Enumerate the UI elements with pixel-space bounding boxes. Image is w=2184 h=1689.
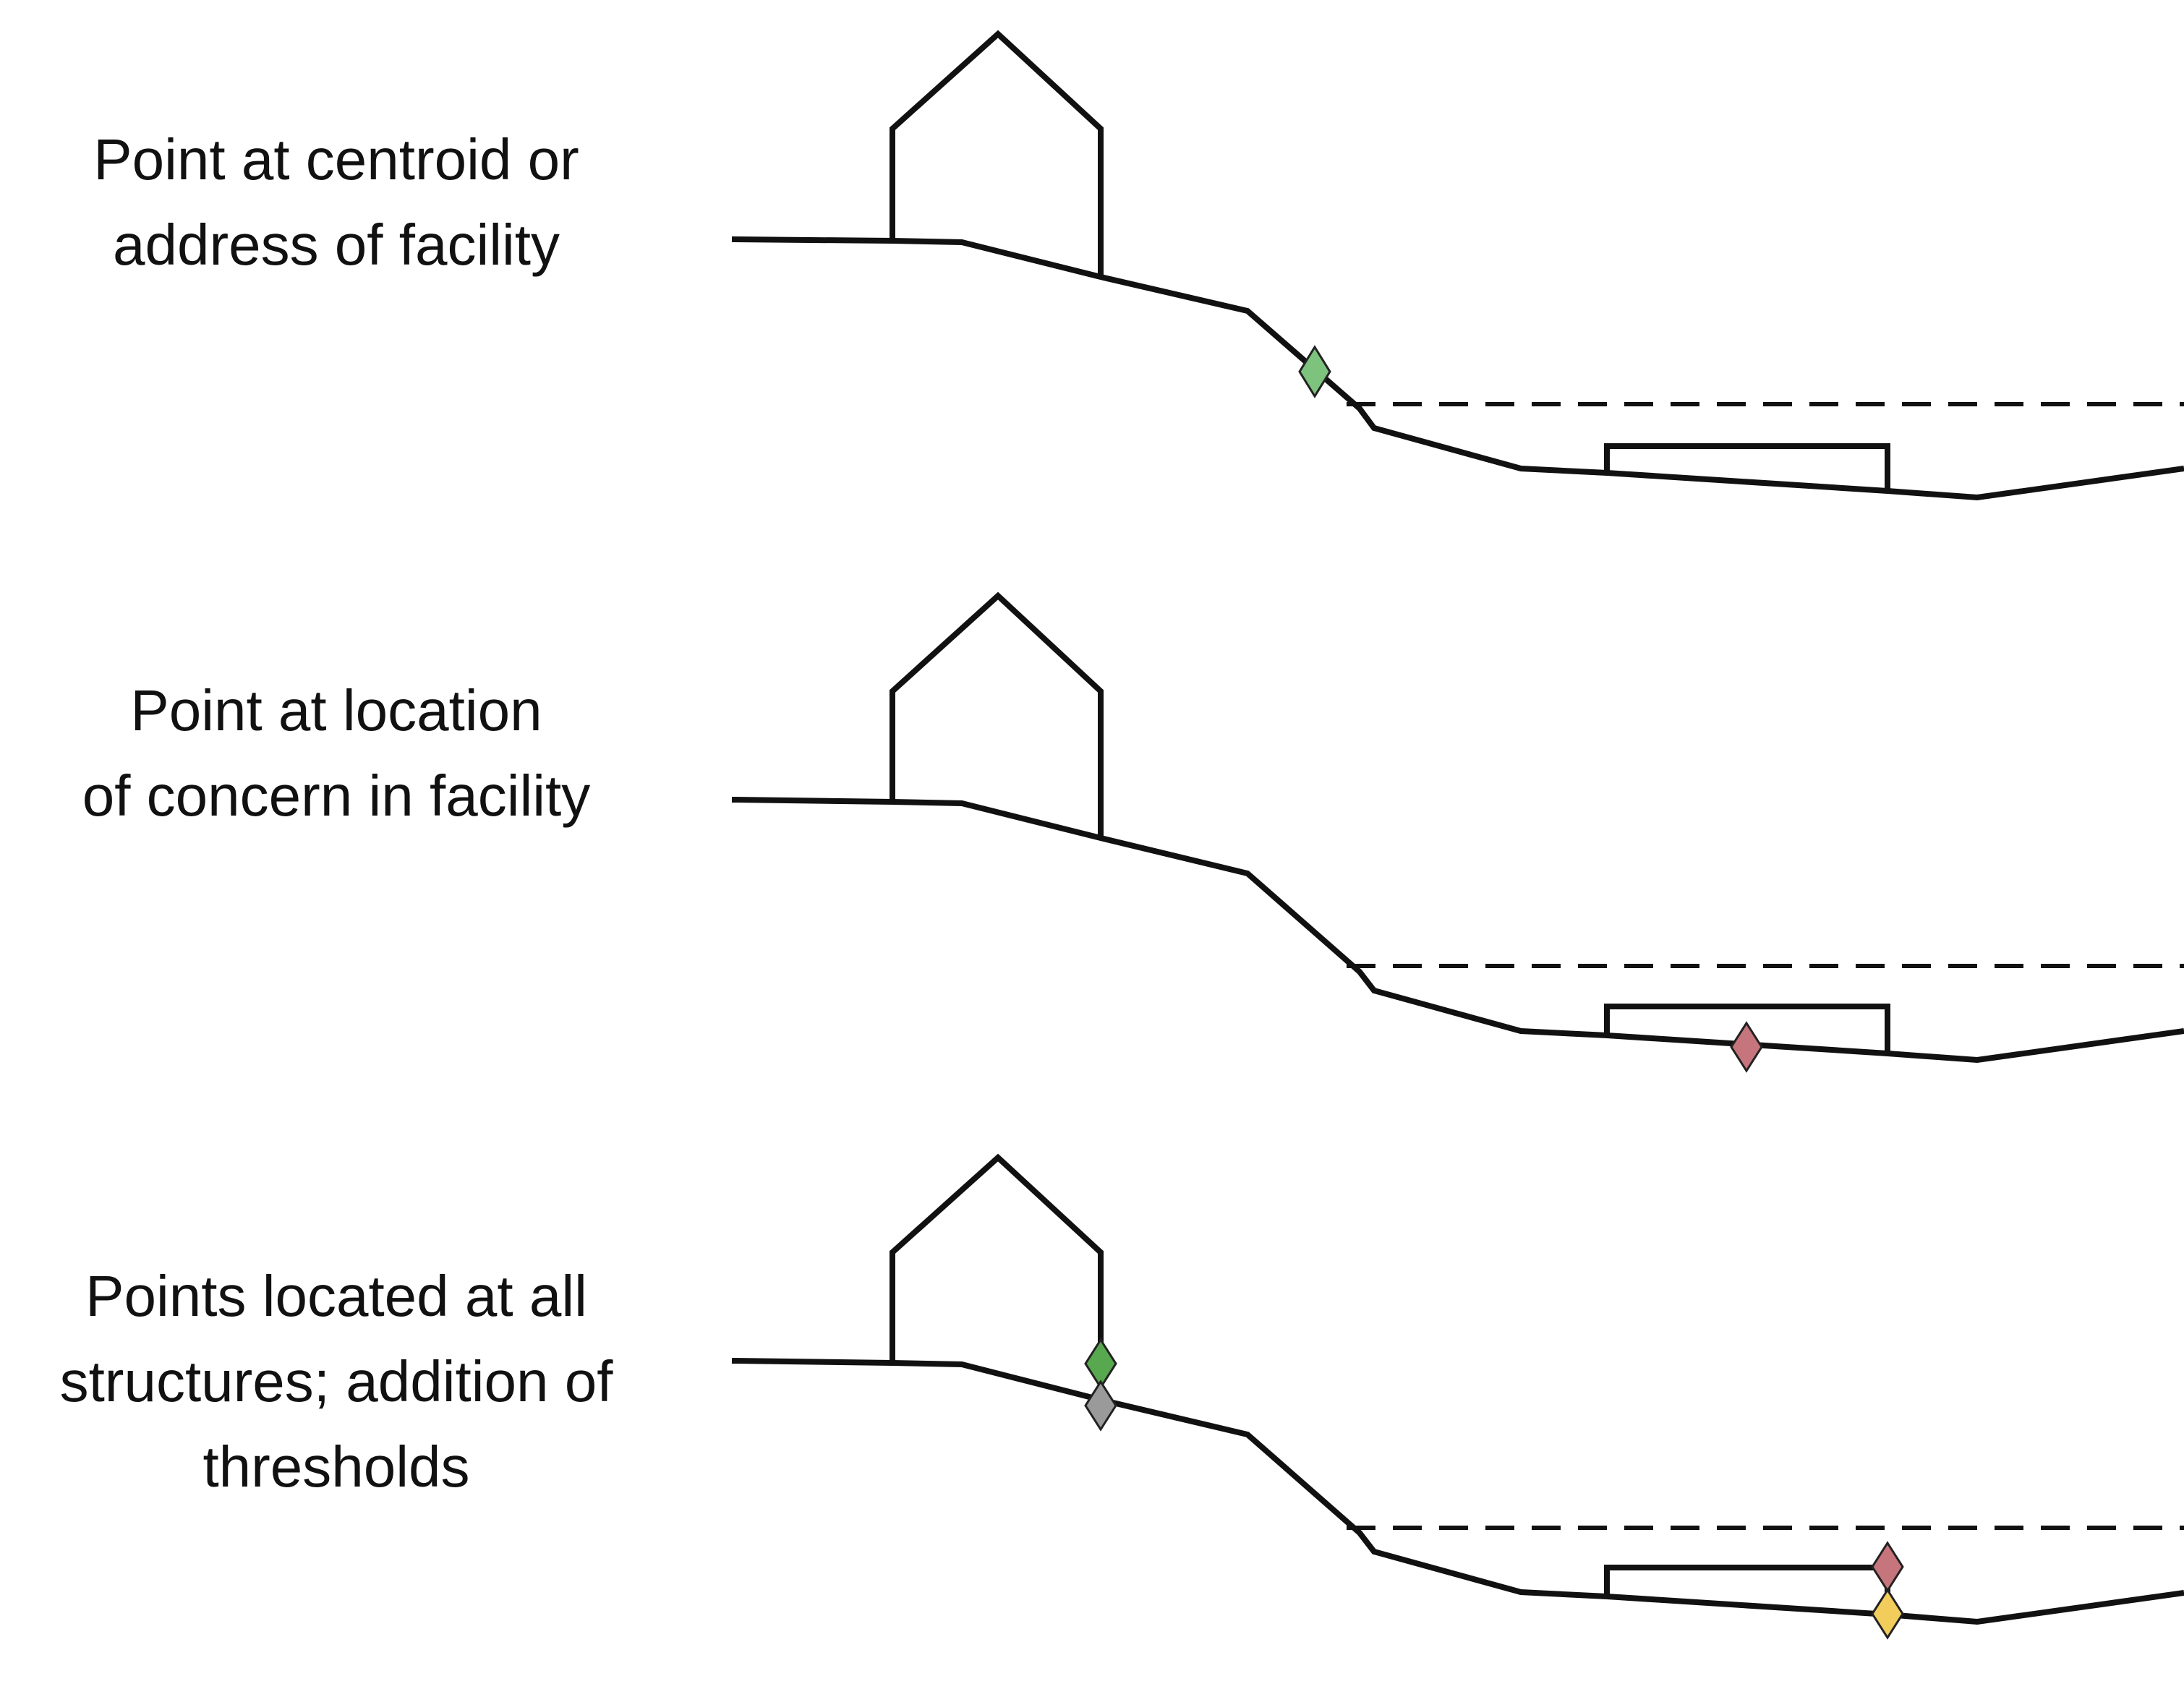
panel-label-line: of concern in facility xyxy=(82,764,591,828)
panel-label-line: thresholds xyxy=(202,1434,470,1499)
house-outline xyxy=(890,1153,1104,1400)
house-outline xyxy=(890,591,1104,838)
ground-profile xyxy=(731,236,2184,501)
terrain-diagram xyxy=(731,30,2184,501)
point-marker xyxy=(1871,1588,1904,1640)
panel-centroid: Point at centroid or address of facility xyxy=(0,0,2184,564)
panel-label-line: structures; addition of xyxy=(59,1349,613,1414)
terrain-diagram xyxy=(731,591,2184,1073)
tank-outline xyxy=(1604,1004,1890,1053)
panel-label-line: Points located at all xyxy=(85,1264,587,1328)
panel-label: Points located at all structures; additi… xyxy=(0,1254,673,1510)
panel-label-line: Point at location xyxy=(130,678,542,743)
panel-label: Point at location of concern in facility xyxy=(0,668,673,839)
ground-profile xyxy=(731,797,2184,1064)
point-marker xyxy=(1084,1380,1117,1432)
ground-profile xyxy=(731,1358,2184,1625)
panel-location-of-concern: Point at location of concern in facility xyxy=(0,563,2184,1126)
point-marker xyxy=(1730,1021,1763,1073)
panel-label: Point at centroid or address of facility xyxy=(0,117,673,288)
tank-outline xyxy=(1604,443,1890,491)
panel-all-structures: Points located at all structures; additi… xyxy=(0,1125,2184,1689)
panel-label-line: address of facility xyxy=(112,213,560,277)
point-marker xyxy=(1871,1541,1904,1593)
terrain-diagram xyxy=(731,1153,2184,1640)
point-marker xyxy=(1298,345,1331,398)
house-outline xyxy=(890,30,1104,277)
panel-label-line: Point at centroid or xyxy=(93,127,579,192)
